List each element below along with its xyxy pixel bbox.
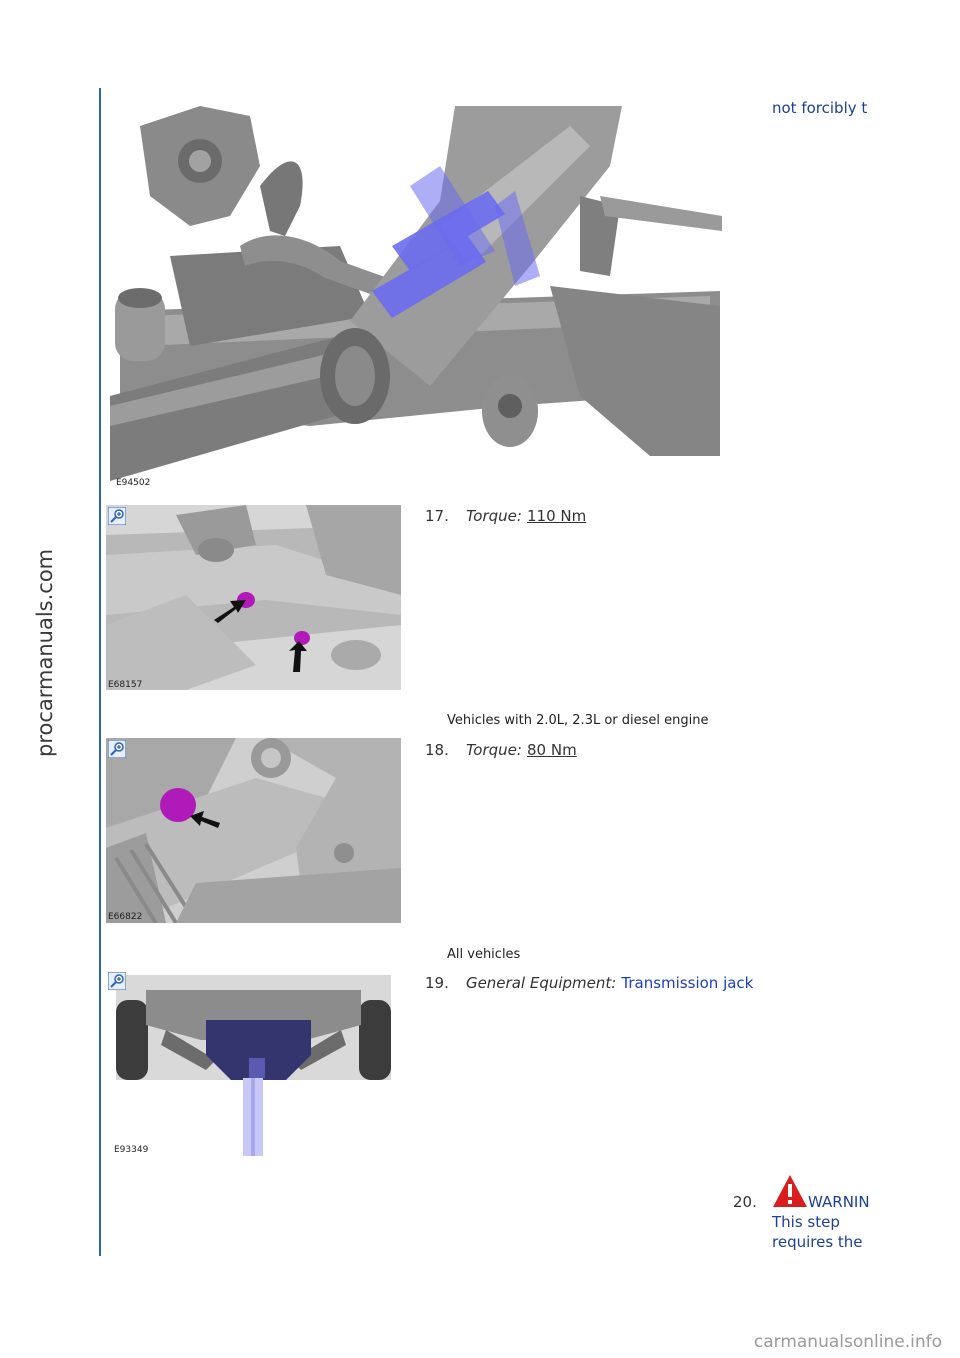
figure-label: E66822 xyxy=(108,912,143,922)
figure-label: E93349 xyxy=(114,1145,149,1155)
margin-rule xyxy=(99,88,101,1256)
condition-note: Vehicles with 2.0L, 2.3L or diesel engin… xyxy=(447,713,709,728)
step-18: 18. Torque: 80 Nm xyxy=(425,740,577,759)
warning-icon xyxy=(773,1175,807,1207)
warning-label: WARNIN xyxy=(808,1193,870,1211)
step-17: 17. Torque: 110 Nm xyxy=(425,506,586,525)
torque-value[interactable]: 80 Nm xyxy=(527,741,577,759)
torque-value[interactable]: 110 Nm xyxy=(527,507,587,525)
figure-e94502: E94502 xyxy=(110,106,722,488)
figure-e66822: E66822 xyxy=(106,738,401,923)
footer-watermark-text: carmanualsonline.info xyxy=(753,1332,942,1352)
zoom-icon[interactable] xyxy=(108,972,126,990)
step-label: Torque: xyxy=(465,507,522,525)
figure-e93349: E93349 xyxy=(106,970,401,1158)
step-number: 18. xyxy=(425,741,449,759)
condition-note: All vehicles xyxy=(447,947,521,962)
step-number: 19. xyxy=(425,974,449,992)
step-number: 17. xyxy=(425,507,449,525)
zoom-icon[interactable] xyxy=(108,507,126,525)
footer-watermark: carmanualsonline.info xyxy=(0,1332,960,1352)
figure-label: E68157 xyxy=(108,680,143,690)
step-number: 20. xyxy=(733,1193,757,1211)
figure-label: E94502 xyxy=(116,478,151,488)
side-watermark: procarmanuals.com xyxy=(33,548,57,757)
figure-e68157: E68157 xyxy=(106,505,401,690)
zoom-icon[interactable] xyxy=(108,740,126,758)
step-label: General Equipment: xyxy=(465,974,617,992)
step-19: 19. General Equipment: Transmission jack xyxy=(425,973,753,992)
continued-text: not forcibly t xyxy=(772,99,868,117)
step-label: Torque: xyxy=(465,741,522,759)
equipment-link[interactable]: Transmission jack xyxy=(621,974,754,992)
warning-text-line: This step xyxy=(772,1213,840,1231)
warning-text-line: requires the xyxy=(772,1233,863,1251)
